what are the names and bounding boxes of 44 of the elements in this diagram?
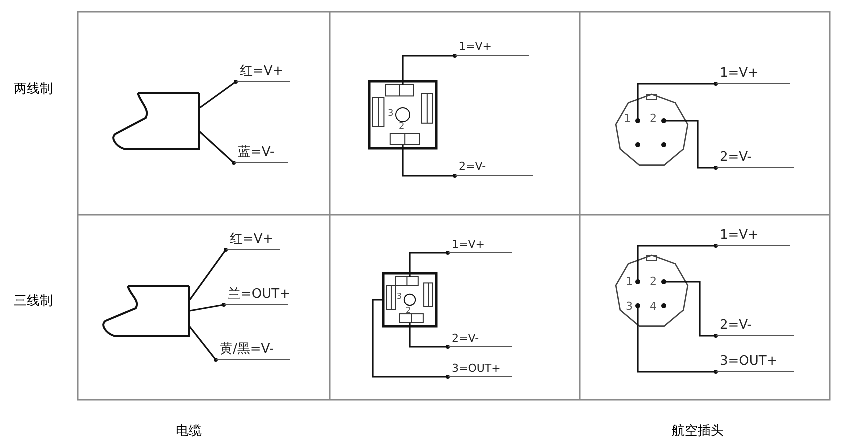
wire: [637, 82, 718, 93]
wire: [637, 244, 718, 254]
wire-label: 2=V-: [716, 317, 794, 336]
pin-number: 3: [388, 109, 394, 119]
wire: [200, 80, 238, 109]
wire: [372, 299, 450, 379]
wire: [637, 330, 718, 374]
wire-label: 红=V+: [226, 231, 280, 250]
wire: [690, 281, 718, 338]
wire: [690, 120, 718, 170]
header-text: 两线制: [14, 81, 53, 98]
pin-number: 3: [626, 300, 633, 313]
wire: [409, 251, 450, 272]
wire-label: 1=V+: [716, 65, 790, 84]
pin-number: 1: [624, 112, 631, 125]
wire-label: 蓝=V-: [234, 144, 288, 163]
wire-label: 3=OUT+: [448, 362, 512, 377]
wire-label: 2=V-: [448, 332, 512, 347]
header-text: 电缆: [176, 423, 202, 440]
wire: [409, 328, 450, 349]
wire: [402, 150, 457, 178]
wire-label: 兰=OUT+: [224, 286, 288, 305]
pin-number: 2: [650, 275, 657, 288]
wire-label: 3=OUT+: [716, 353, 794, 372]
wire-label: 1=V+: [716, 227, 790, 246]
pin-number: 4: [650, 300, 657, 313]
pin-number: 3: [397, 292, 402, 301]
wire: [189, 326, 218, 362]
wire-label: 1=V+: [455, 40, 529, 56]
wire: [190, 303, 226, 312]
wire-label: 红=V+: [236, 63, 290, 82]
wire-label: 2=V-: [455, 160, 533, 176]
pin-number: 2: [650, 112, 657, 125]
pin-number: 2: [399, 122, 405, 132]
wire: [189, 248, 228, 300]
pin-number: 2: [406, 306, 412, 315]
header-text: 三线制: [14, 293, 53, 310]
wire: [199, 131, 236, 165]
wire-label: 黄/黑=V-: [216, 341, 290, 360]
header-text: 航空插头: [672, 423, 724, 440]
wire: [402, 54, 457, 80]
wire-label: 2=V-: [716, 149, 794, 168]
pin-number: 1: [626, 275, 633, 288]
wire-label: 1=V+: [448, 238, 512, 253]
